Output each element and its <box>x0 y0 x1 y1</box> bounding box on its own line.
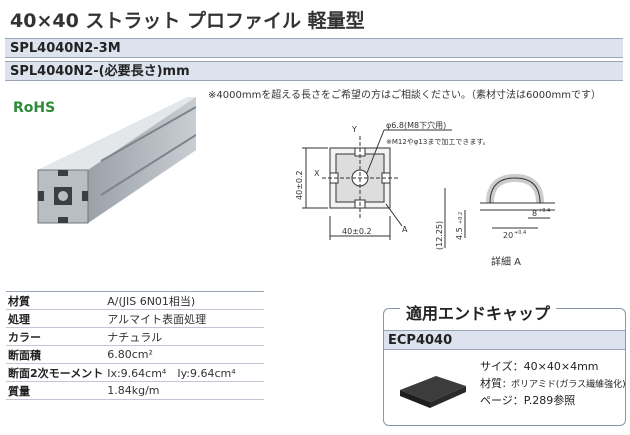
spec-row: カラーナチュラル <box>6 327 264 346</box>
detail-ref-a: A <box>402 225 408 234</box>
profile-photo <box>37 97 196 224</box>
spec-value: 6.80cm² <box>105 345 264 364</box>
spec-value: ナチュラル <box>105 327 264 346</box>
axis-y-label: Y <box>351 125 357 134</box>
spec-key: 処理 <box>6 309 106 328</box>
detail-dim-3: 20 <box>503 231 513 240</box>
detail-dim-4-tol: +0.4 <box>538 208 550 214</box>
height-dimension: 40±0.2 <box>295 170 304 200</box>
product-code-secondary: SPL4040N2-(必要長さ)mm <box>5 61 623 81</box>
product-code-primary: SPL4040N2-3M <box>5 38 623 58</box>
axis-x-label: X <box>314 169 320 178</box>
rohs-badge: RoHS <box>13 100 56 116</box>
endcap-heading: 適用エンドキャップ <box>400 300 557 324</box>
hole-note: ※M12やφ13まで加工できます。 <box>386 137 490 146</box>
spec-key: 断面積 <box>6 345 106 364</box>
endcap-material-key: 材質 <box>480 377 502 390</box>
page-title: 40×40 ストラット プロファイル 軽量型 <box>10 10 365 32</box>
cross-section-drawing: Y X φ6.8(M8下穴用) ※M12やφ13まで加工できます。 40±0.2… <box>295 120 490 240</box>
hole-label: φ6.8(M8下穴用) <box>386 120 446 130</box>
detail-a-drawing: (12.25) 4.5 +0.2 20 +0.4 8 +0.4 <box>435 173 555 250</box>
endcap-code: ECP4040 <box>384 330 625 350</box>
spec-key: 質量 <box>6 381 106 400</box>
detail-dim-3-tol: +0.4 <box>514 230 526 236</box>
spec-row: 処理アルマイト表面処理 <box>6 309 264 328</box>
detail-dim-1: (12.25) <box>435 221 444 250</box>
detail-dim-2-tol: +0.2 <box>458 212 464 224</box>
spec-value: A/(JIS 6N01相当) <box>105 291 264 310</box>
spec-key: 材質 <box>6 291 106 310</box>
endcap-photo <box>400 376 466 408</box>
endcap-size: サイズ：40×40×4mm <box>480 360 599 373</box>
detail-dim-4: 8 <box>532 209 537 218</box>
spec-key: 断面2次モーメント <box>6 363 106 382</box>
spec-value: Ix:9.64cm⁴ Iy:9.64cm⁴ <box>105 363 264 382</box>
length-note: ※4000mmを超える長さをご希望の方はご相談ください。（素材寸法は6000mm… <box>208 90 601 101</box>
spec-key: カラー <box>6 327 106 346</box>
endcap-page: ページ：P.289参照 <box>480 394 576 407</box>
endcap-material-value: ：ポリアミド(ガラス繊維強化) <box>502 380 626 390</box>
endcap-material: 材質：ポリアミド(ガラス繊維強化) <box>480 375 626 391</box>
spec-value: 1.84kg/m <box>105 381 264 400</box>
width-dimension: 40±0.2 <box>342 227 372 236</box>
detail-dim-2: 4.5 <box>455 227 464 240</box>
spec-value: アルマイト表面処理 <box>105 309 264 328</box>
detail-a-label: 詳細 A <box>491 257 522 268</box>
